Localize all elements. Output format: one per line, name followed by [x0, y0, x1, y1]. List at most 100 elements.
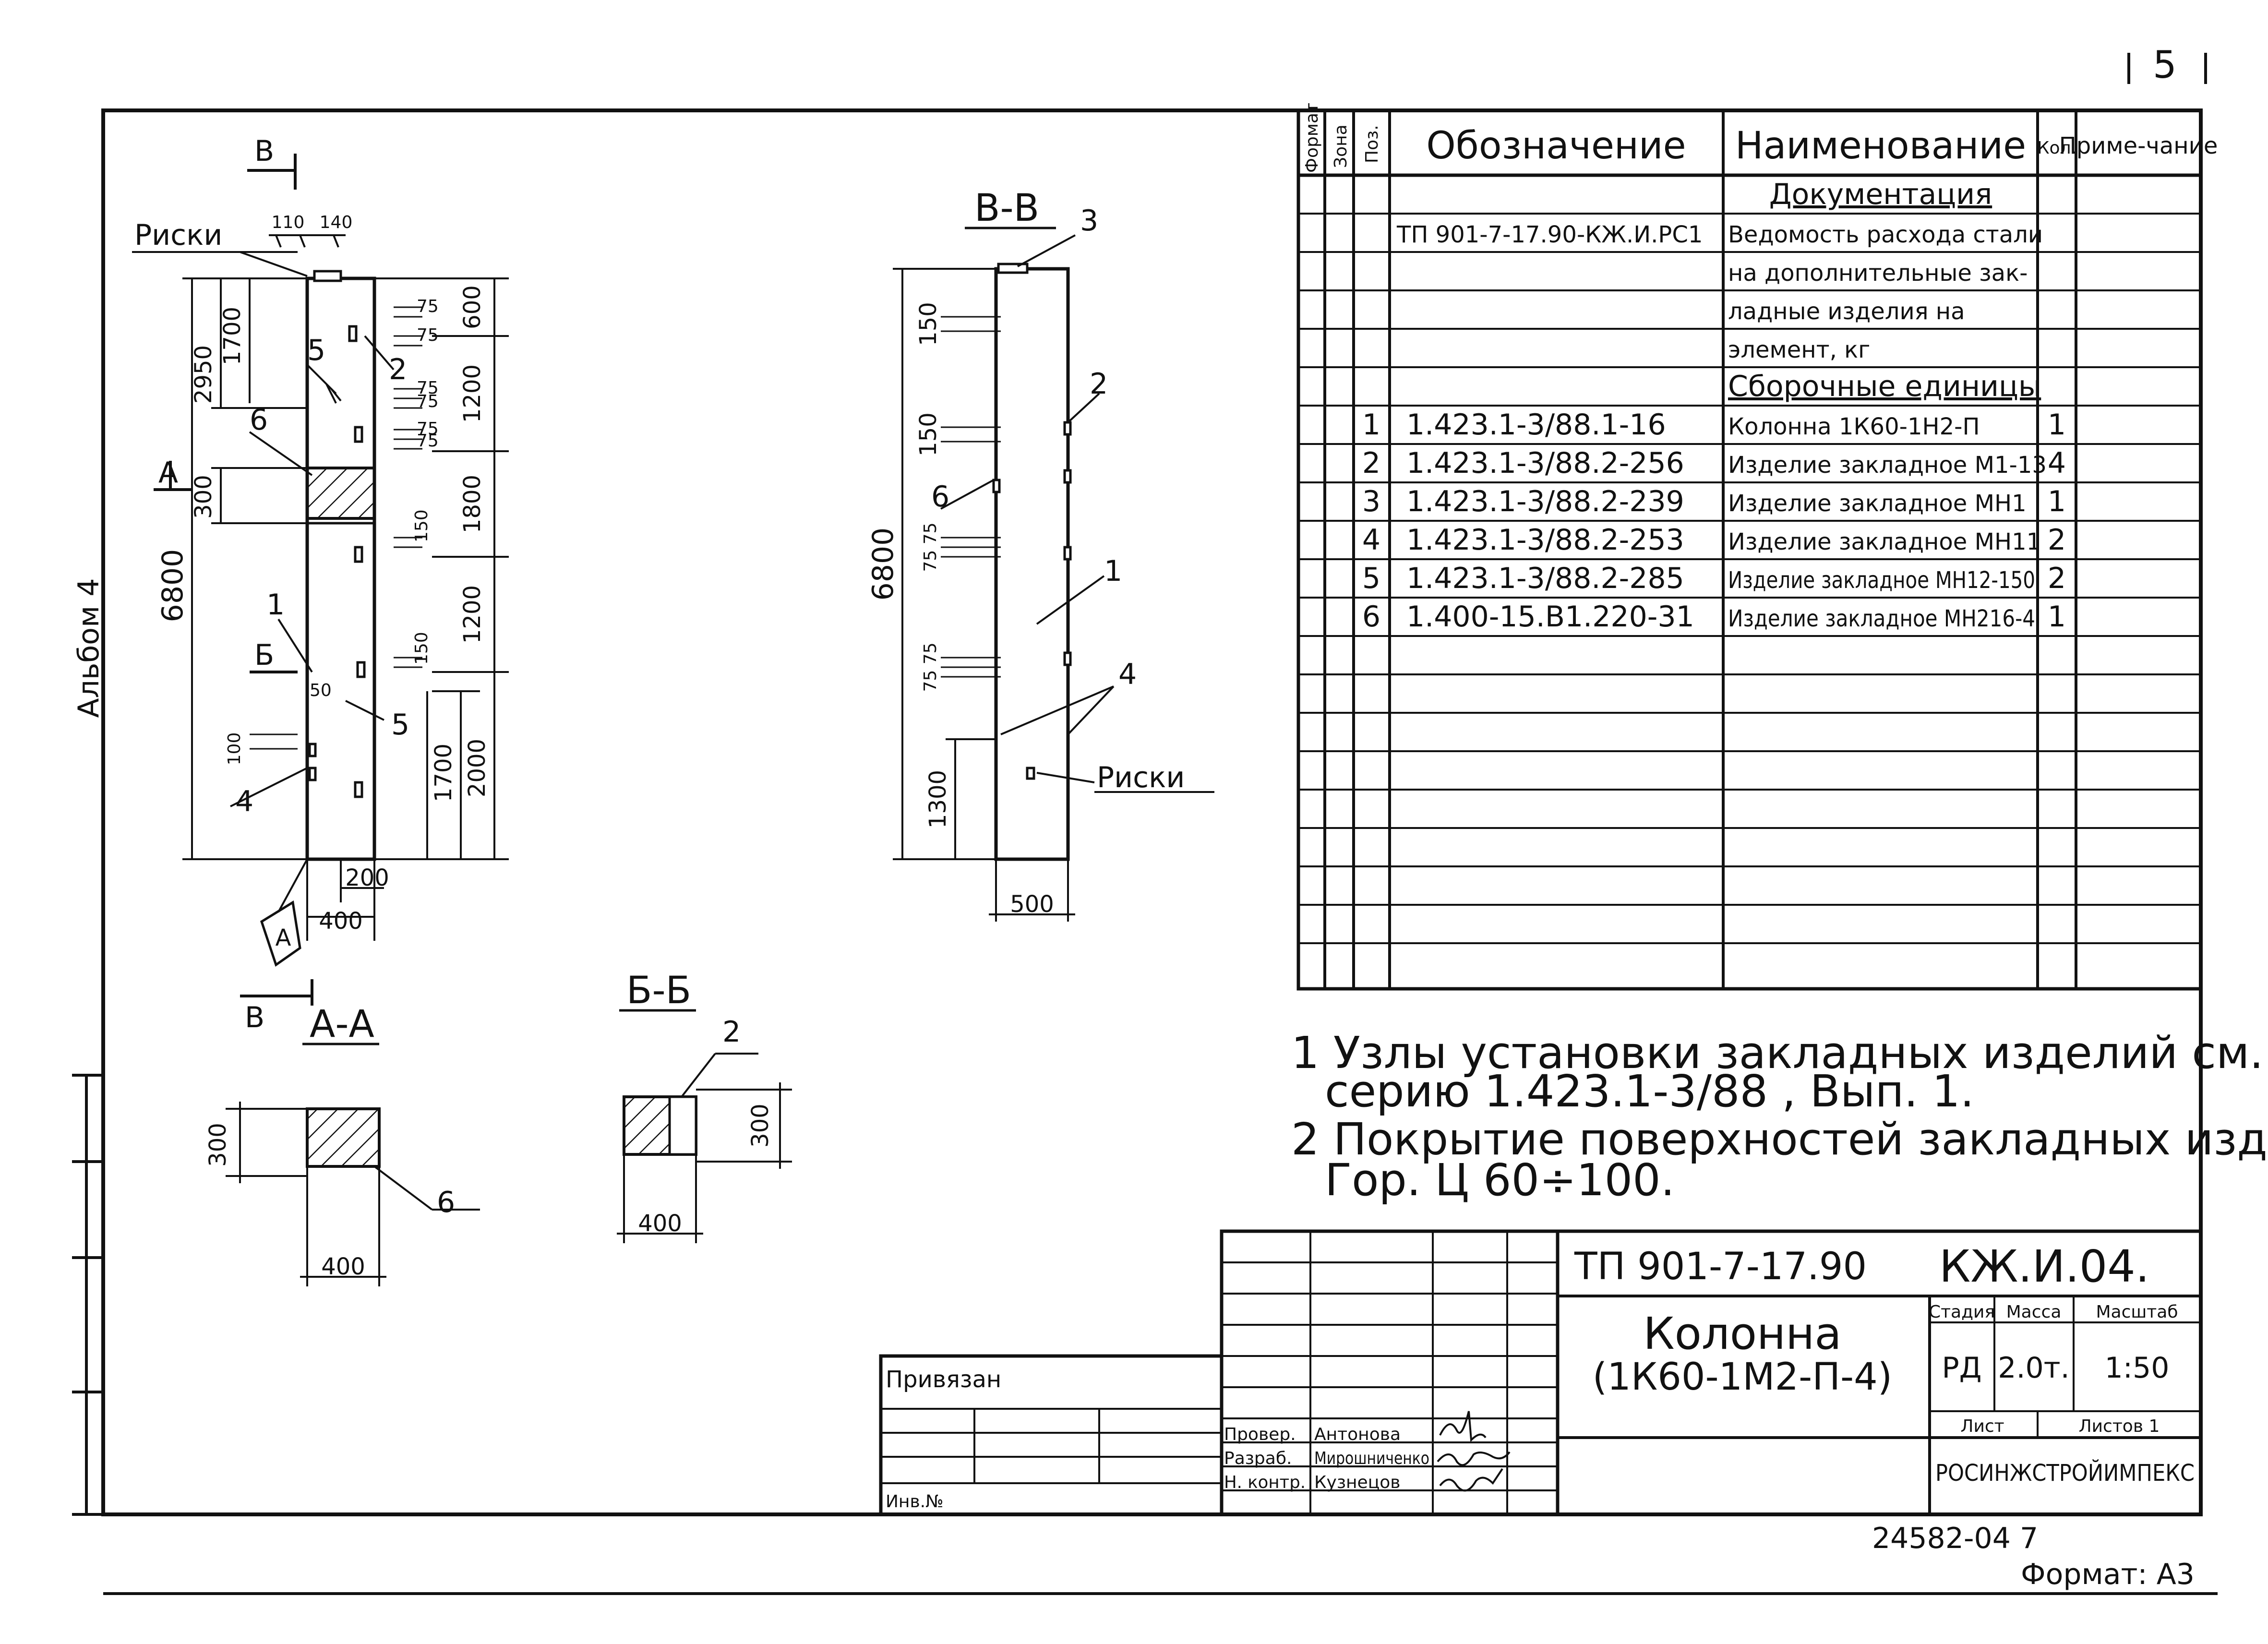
header-format: Формат — [1302, 103, 1322, 173]
svg-text:3: 3 — [1362, 485, 1380, 518]
section-aa-callout: 6 — [437, 1186, 455, 1219]
note-line-2: серию 1.423.1-3/88 , Вып. 1. — [1325, 1066, 1974, 1117]
sheet-code: КЖ.И.04. — [1939, 1241, 2149, 1292]
main-column-view: 600 1200 1800 1200 2000 2950 1700 300 68… — [132, 134, 509, 1034]
view-bb: В-В 6800 500 1300 150 150 7 — [866, 187, 1214, 922]
header-pos: Поз. — [1362, 125, 1382, 163]
svg-text:4: 4 — [1362, 523, 1380, 557]
inv-label: Инв.№ — [886, 1492, 944, 1512]
view-bb-dim-0: 150 — [915, 302, 942, 346]
dim-left-1: 1700 — [219, 307, 246, 365]
role-norm-control: Н. контр. — [1224, 1473, 1306, 1492]
svg-text:1.423.1-3/88.2-256: 1.423.1-3/88.2-256 — [1406, 446, 1684, 480]
view-bb-height: 6800 — [866, 528, 900, 601]
svg-text:2: 2 — [2048, 562, 2066, 595]
mark-b: Б — [254, 638, 274, 672]
view-bb-callout-4: 4 — [1118, 658, 1137, 691]
callout-2: 2 — [389, 353, 407, 386]
table-row: 5 1.423.1-3/88.2-285 Изделие закладное М… — [1362, 562, 2066, 595]
header-designation: Обозначение — [1426, 124, 1686, 168]
bound-label: Привязан — [886, 1366, 1001, 1393]
name-developer: Мирошниченко — [1314, 1449, 1429, 1468]
svg-text:2: 2 — [2048, 523, 2066, 557]
section-aa-w: 400 — [321, 1253, 365, 1280]
doc-name-line-3: ладные изделия на — [1728, 298, 1965, 325]
signature-developer — [1437, 1451, 1511, 1466]
callout-5-top: 5 — [307, 334, 325, 367]
width-dim-400: 400 — [319, 908, 363, 935]
view-bb-callout-3: 3 — [1080, 204, 1098, 238]
section-aa-h: 300 — [204, 1123, 231, 1167]
view-bb-callout-6: 6 — [931, 480, 949, 514]
note-line-4: Гор. Ц 60÷100. — [1325, 1154, 1675, 1206]
risks-label-bb: Риски — [1097, 761, 1185, 794]
section-aa-title: А-А — [310, 1003, 374, 1046]
dim-small-3: 75 — [417, 392, 439, 411]
organization: РОСИНЖСТРОЙИМПЕКС — [1935, 1459, 2195, 1487]
dim-right-4: 2000 — [464, 739, 491, 797]
signature-checker — [1439, 1411, 1487, 1442]
format-label: Формат: А3 — [2021, 1558, 2195, 1591]
dim-top-1: 140 — [320, 213, 353, 232]
view-bb-callout-1: 1 — [1104, 554, 1122, 588]
dim-right-0: 600 — [459, 285, 486, 329]
svg-text:6: 6 — [1362, 600, 1380, 634]
svg-text:Колонна 1К60-1Н2-П: Колонна 1К60-1Н2-П — [1728, 413, 1980, 440]
header-qty: Кол. — [2037, 138, 2076, 158]
risks-label-main: Риски — [134, 218, 222, 252]
svg-text:Изделие закладное МН12-150: Изделие закладное МН12-150 — [1728, 567, 2035, 594]
section-documentation: Документация — [1769, 178, 1992, 211]
title-line-1: Колонна — [1643, 1308, 1841, 1359]
mark-v-top: В — [254, 134, 274, 168]
dim-top-0: 110 — [272, 213, 305, 232]
svg-text:1: 1 — [2048, 408, 2066, 442]
dim-small-4: 75 — [417, 419, 439, 439]
page-number-box: 5 — [2127, 44, 2207, 87]
width-dim-200: 200 — [345, 864, 389, 891]
dim-left-3: 6800 — [156, 549, 190, 623]
section-bsec-h: 300 — [747, 1104, 774, 1148]
dim-small-7: 150 — [412, 632, 432, 665]
svg-text:2: 2 — [1362, 446, 1380, 480]
mass-label: Масса — [2006, 1302, 2062, 1322]
name-checker: Антонова — [1314, 1425, 1401, 1444]
note-line-1: 1 Узлы установки закладных изделий см. — [1291, 1027, 2264, 1079]
svg-text:1.423.1-3/88.2-253: 1.423.1-3/88.2-253 — [1406, 523, 1684, 557]
doc-designation: ТП 901-7-17.90-КЖ.И.РС1 — [1396, 221, 1703, 248]
view-bb-title: В-В — [974, 187, 1039, 230]
view-bb-dim-1: 150 — [915, 412, 942, 456]
dim-small-5: 75 — [417, 431, 439, 451]
svg-text:4: 4 — [2048, 446, 2066, 480]
view-marker-a — [260, 900, 301, 967]
album-label: Альбом 4 — [72, 578, 106, 718]
view-bb-dim-3: 75 75 — [921, 642, 940, 692]
dim-left-2: 300 — [190, 475, 217, 519]
view-bb-width: 500 — [1010, 891, 1054, 918]
stage-value: РД — [1942, 1351, 1981, 1385]
mark-a: А — [158, 456, 178, 490]
header-note: Приме-чание — [2059, 132, 2218, 159]
sheet-label: Лист — [1960, 1416, 2004, 1436]
svg-text:1: 1 — [1362, 408, 1380, 442]
svg-text:5: 5 — [1362, 562, 1380, 595]
svg-text:1.423.1-3/88.2-239: 1.423.1-3/88.2-239 — [1406, 485, 1684, 518]
page-number: 5 — [2153, 44, 2177, 87]
table-row: 3 1.423.1-3/88.2-239 Изделие закладное М… — [1362, 485, 2066, 518]
svg-text:1: 1 — [2048, 485, 2066, 518]
view-bb-bottom: 1300 — [924, 770, 951, 828]
doc-name-line-4: элемент, кг — [1728, 336, 1870, 363]
table-row: 6 1.400-15.В1.220-31 Изделие закладное М… — [1362, 600, 2066, 634]
svg-text:1.400-15.В1.220-31: 1.400-15.В1.220-31 — [1406, 600, 1694, 634]
section-aa: А-А 300 400 6 — [204, 1003, 480, 1286]
section-assembly: Сборочные единицы — [1728, 370, 2041, 403]
scale-label: Масштаб — [2096, 1302, 2178, 1322]
spec-table: Формат Зона Поз. Обозначение Наименовани… — [1296, 103, 2218, 991]
table-row: 1 1.423.1-3/88.1-16 Колонна 1К60-1Н2-П 1 — [1362, 408, 2066, 442]
section-bsec-w: 400 — [638, 1210, 682, 1237]
binding-strip — [72, 1074, 105, 1516]
inventory-number: 24582-04 7 — [1872, 1522, 2038, 1555]
dim-right-3: 1200 — [459, 585, 486, 644]
note-line-3: 2 Покрытие поверхностей закладных издели… — [1291, 1114, 2268, 1165]
doc-name-line-1: Ведомость расхода стали — [1728, 221, 2043, 248]
